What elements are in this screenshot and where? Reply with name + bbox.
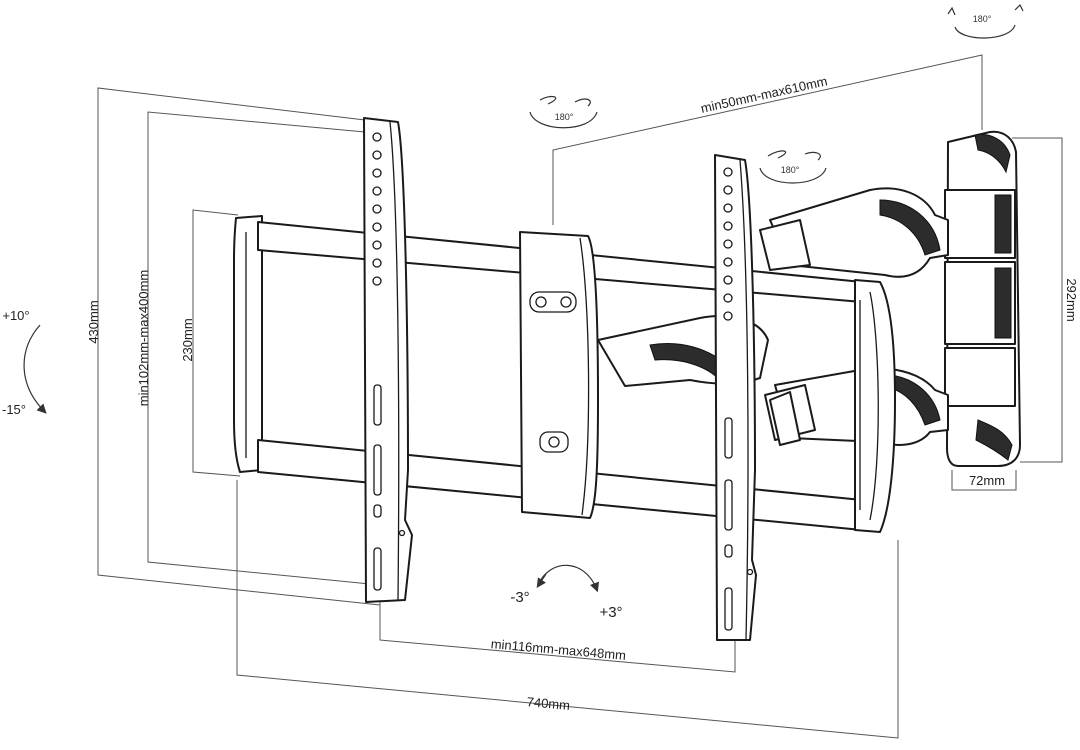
label-wall-plate-width: 72mm [969, 473, 1005, 488]
left-bracket-holes [372, 132, 406, 591]
upper-arm-shade [879, 199, 941, 256]
wall-plate-hinge-middle-shade [994, 267, 1012, 339]
level-arc-icon [537, 564, 599, 593]
swivel-top-arrow-b-icon [1014, 3, 1024, 12]
vesa-bracket-right [714, 154, 757, 641]
left-bracket-body [363, 117, 413, 603]
label-level-plus: +3° [599, 604, 622, 621]
right-bracket-body [714, 154, 757, 641]
label-swivel-top: 180° [973, 14, 992, 24]
swivel-left-arrow-a-icon [539, 95, 557, 105]
swivel-left-arrow-b-icon [574, 98, 591, 107]
label-level-minus: -3° [510, 589, 529, 606]
swivel-mid-arrow-b-icon [804, 151, 821, 161]
frame-left-end [233, 215, 263, 473]
frame-right-end-inner [869, 291, 879, 521]
label-tilt-down: -15° [2, 402, 26, 417]
dim-line-wall-plate-height [1012, 137, 1063, 463]
swivel-top-arc-icon [954, 24, 1016, 39]
center-plate-fold [579, 237, 590, 516]
dimension-lines [97, 54, 1063, 739]
center-plate [519, 231, 599, 519]
label-overall-width: 740mm [526, 694, 571, 713]
dim-line-vesa-vertical [147, 111, 381, 586]
vesa-bracket-left [363, 117, 413, 603]
label-frame-height: 230mm [180, 318, 195, 361]
dim-line-overall-height [97, 87, 381, 606]
wall-plate-top-shade [974, 133, 1011, 174]
wall-plate-hinge-top-shade [994, 194, 1012, 254]
arm-assembly [597, 187, 949, 446]
swivel-mid-arc-icon [759, 167, 827, 184]
dim-line-frame-height [192, 209, 241, 477]
swivel-left-arc-icon [529, 111, 598, 129]
swivel-top-arrow-a-icon [947, 6, 956, 16]
frame-right-end [854, 279, 896, 533]
swivel-mid-arrow-a-icon [767, 150, 787, 159]
level-arc-start-icon [536, 573, 547, 588]
inner-arm-lower [769, 391, 801, 446]
rotation-indicators: +10° -15° -3° +3° 180° 180° 180° [2, 3, 1024, 621]
label-swivel-mid: 180° [781, 165, 800, 175]
wall-plate [944, 130, 1021, 467]
tilt-arc-icon [23, 324, 47, 414]
label-swivel-left: 180° [555, 112, 574, 122]
wall-plate-hinge-bottom [944, 347, 1016, 407]
dim-line-extension [552, 54, 983, 225]
label-tilt-up: +10° [2, 308, 29, 323]
wall-plate-bottom-shade [975, 419, 1013, 461]
center-plate-lock-screw [548, 436, 560, 448]
dim-line-wall-plate-width [951, 470, 1017, 491]
upper-arm-joint [759, 219, 811, 271]
label-vesa-horizontal: min116mm-max648mm [490, 636, 626, 663]
label-vesa-vertical: min102mm-max400mm [136, 270, 151, 407]
dim-line-overall-width [236, 480, 899, 739]
center-plate-screw-b [560, 296, 572, 308]
lower-arm-shade [889, 374, 941, 426]
label-extension: min50mm-max610mm [699, 73, 828, 116]
left-bracket-fold [389, 121, 400, 601]
right-bracket-fold [739, 159, 749, 641]
dim-line-vesa-horizontal [379, 600, 736, 673]
label-wall-plate-height: 292mm [1064, 278, 1079, 321]
center-plate-screw-a [535, 296, 547, 308]
label-overall-height: 430mm [86, 300, 101, 343]
right-bracket-holes [723, 167, 754, 631]
